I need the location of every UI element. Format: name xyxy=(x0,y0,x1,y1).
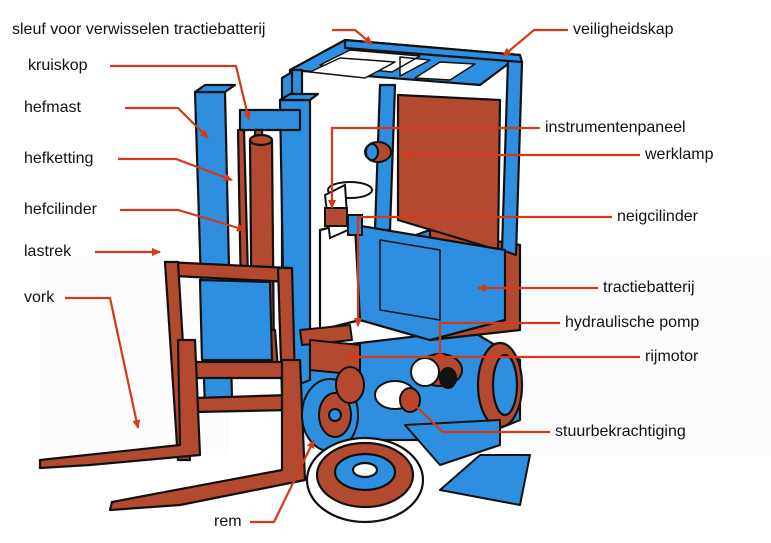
label-instrumentenpaneel: instrumentenpaneel xyxy=(545,119,686,136)
label-vork: vork xyxy=(24,289,55,306)
label-veiligheidskap: veiligheidskap xyxy=(573,21,674,38)
label-hefketting: hefketting xyxy=(24,150,94,167)
leader-stuurbekrachtiging xyxy=(404,395,550,434)
label-tractiebatterij: tractiebatterij xyxy=(603,279,695,296)
leader-instrumentenpaneel xyxy=(328,126,540,209)
background-page-remnants xyxy=(40,255,771,455)
drivetrain xyxy=(299,324,531,506)
work-lamp xyxy=(364,141,392,163)
safety-cage xyxy=(280,38,524,342)
leader-rem xyxy=(250,439,315,524)
label-rijmotor: rijmotor xyxy=(645,348,699,365)
leader-lines xyxy=(65,28,640,524)
label-werklamp: werklamp xyxy=(645,146,714,163)
label-neigcilinder: neigcilinder xyxy=(617,208,698,225)
loose-tyre xyxy=(305,436,425,524)
leader-neigcilinder xyxy=(354,215,612,327)
label-hydraulische-pomp: hydraulische pomp xyxy=(565,314,700,331)
leader-sleuf xyxy=(332,28,373,45)
leader-hydraulische-pomp xyxy=(436,321,560,363)
load-backrest-and-forks xyxy=(38,260,307,512)
label-hefmast: hefmast xyxy=(24,99,81,116)
label-lastrek: lastrek xyxy=(24,243,72,260)
label-kruiskop: kruiskop xyxy=(28,57,88,74)
label-hefcilinder: hefcilinder xyxy=(24,201,97,218)
leader-hefcilinder xyxy=(120,208,246,232)
leader-vork xyxy=(65,296,141,429)
label-sleuf: sleuf voor verwisselen tractiebatterij xyxy=(12,21,266,38)
label-stuurbekrachtiging: stuurbekrachtiging xyxy=(555,423,686,440)
leader-kruiskop xyxy=(110,64,252,121)
leader-veiligheidskap xyxy=(502,28,568,57)
leader-hefmast xyxy=(125,106,209,139)
leader-hefketting xyxy=(118,157,233,182)
label-rem: rem xyxy=(214,513,242,530)
